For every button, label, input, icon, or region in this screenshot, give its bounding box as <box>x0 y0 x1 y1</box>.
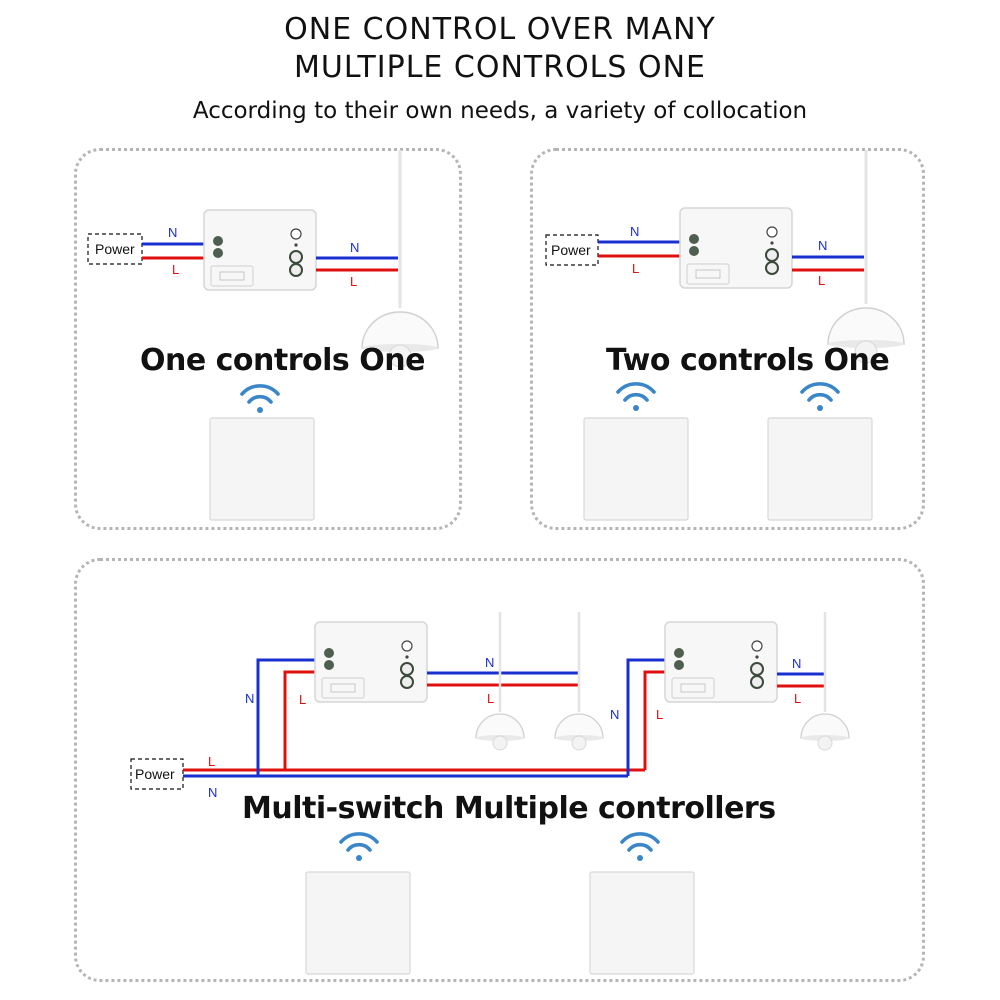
power-box: Power <box>545 234 599 266</box>
wifi-icon <box>800 382 840 413</box>
receiver-module-icon <box>664 621 778 703</box>
pendant-lamp-icon <box>554 713 604 751</box>
live-tag: L <box>299 692 306 707</box>
scene-panel-one-controls-one <box>74 148 462 530</box>
neutral-tag: N <box>168 225 177 240</box>
page-subtitle: According to their own needs, a variety … <box>192 98 808 124</box>
neutral-tag: N <box>792 656 801 671</box>
neutral-tag: N <box>630 224 639 239</box>
neutral-tag: N <box>485 655 494 670</box>
live-tag: L <box>794 691 801 706</box>
scene-panel-two-controls-one <box>530 148 925 530</box>
power-label: Power <box>135 766 175 782</box>
live-tag: L <box>350 274 357 289</box>
wall-switch-icon <box>583 417 689 521</box>
pendant-lamp-icon <box>800 713 850 751</box>
scene-label-one-controls-one: One controls One <box>140 343 425 378</box>
scene-label-multi-switch: Multi-switch Multiple controllers <box>242 791 776 826</box>
page-title-line-2: MULTIPLE CONTROLS ONE <box>294 50 706 85</box>
live-tag: L <box>208 754 215 769</box>
wifi-icon <box>616 382 656 413</box>
power-label: Power <box>95 241 135 257</box>
receiver-module-icon <box>679 207 793 289</box>
wall-switch-icon <box>209 417 315 521</box>
wifi-icon <box>339 832 379 863</box>
wifi-icon <box>240 384 280 415</box>
live-tag: L <box>487 691 494 706</box>
live-tag: L <box>818 273 825 288</box>
live-tag: L <box>656 707 663 722</box>
wifi-icon <box>620 832 660 863</box>
neutral-tag: N <box>245 691 254 706</box>
power-box: Power <box>130 758 184 790</box>
receiver-module-icon <box>314 621 428 703</box>
neutral-tag: N <box>610 707 619 722</box>
live-tag: L <box>632 261 639 276</box>
wall-switch-icon <box>589 871 695 975</box>
live-tag: L <box>172 262 179 277</box>
page-title-line-1: ONE CONTROL OVER MANY <box>284 12 716 47</box>
neutral-tag: N <box>350 240 359 255</box>
wall-switch-icon <box>767 417 873 521</box>
receiver-module-icon <box>203 209 317 291</box>
power-box: Power <box>87 233 143 265</box>
scene-panel-multi-switch <box>74 558 925 982</box>
neutral-tag: N <box>208 785 217 800</box>
neutral-tag: N <box>818 238 827 253</box>
wall-switch-icon <box>305 871 411 975</box>
pendant-lamp-icon <box>475 713 525 751</box>
scene-label-two-controls-one: Two controls One <box>606 343 889 378</box>
power-label: Power <box>551 242 591 258</box>
